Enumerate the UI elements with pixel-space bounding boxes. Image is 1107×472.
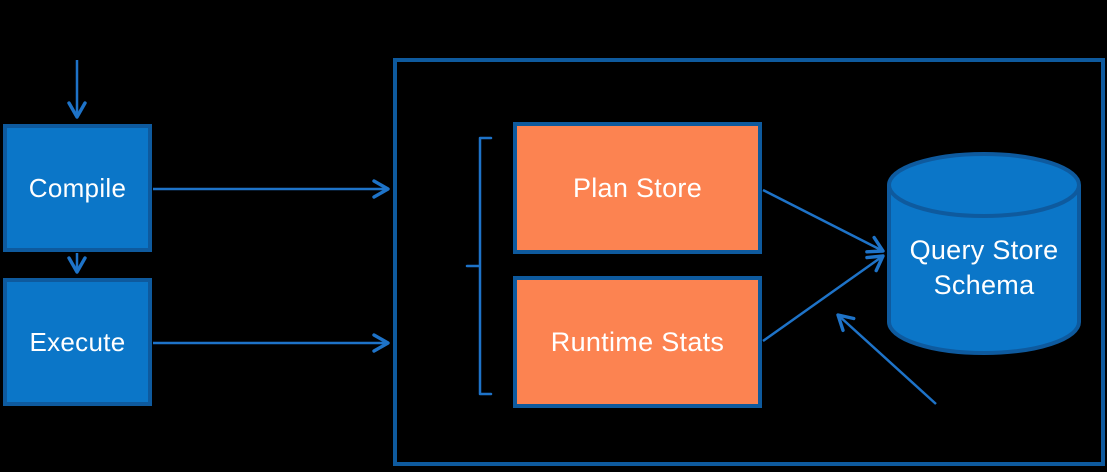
- query-store-container: [393, 58, 1105, 466]
- runtime-stats-node: Runtime Stats: [513, 276, 762, 408]
- compile-node: Compile: [3, 124, 152, 252]
- query-store-schema-label: Query Store Schema: [909, 235, 1059, 300]
- execute-node: Execute: [3, 278, 152, 406]
- plan-store-node: Plan Store: [513, 122, 762, 254]
- compile-label: Compile: [28, 172, 127, 203]
- runtime-stats-label: Runtime Stats: [550, 326, 725, 357]
- execute-label: Execute: [29, 326, 126, 357]
- plan-store-label: Plan Store: [572, 172, 703, 203]
